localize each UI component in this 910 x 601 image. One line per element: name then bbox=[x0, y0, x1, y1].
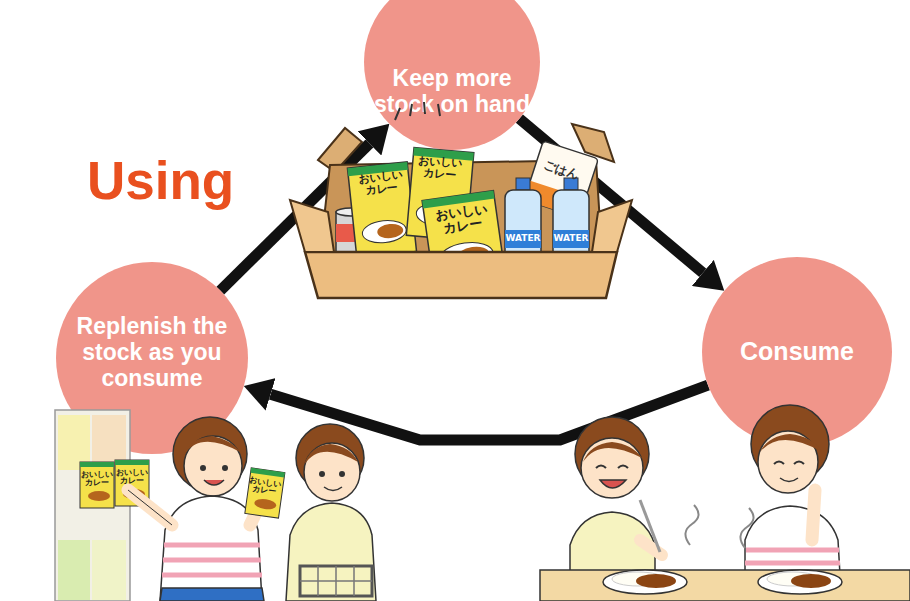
water-bottle-part bbox=[553, 230, 589, 248]
circle-fill bbox=[364, 0, 540, 150]
eating-woman-part bbox=[745, 506, 840, 575]
shopping-cart-part bbox=[300, 566, 372, 596]
stock-box-front bbox=[290, 102, 632, 298]
package-text: おいしい カレー bbox=[115, 469, 149, 486]
step-circle: Keep more stock on hand bbox=[364, 0, 540, 150]
dining-table-part bbox=[758, 570, 842, 594]
eating-boy-part bbox=[640, 500, 660, 552]
hand-curry-pack-part bbox=[254, 498, 277, 511]
package-text: WATER bbox=[505, 234, 541, 243]
shopper-man-part bbox=[324, 487, 342, 491]
curry-pack-part bbox=[347, 162, 416, 258]
eating-boy-part bbox=[596, 466, 628, 469]
shopper-man-part bbox=[319, 471, 325, 477]
hand-curry-pack-part bbox=[245, 468, 285, 518]
shopping-cart-part bbox=[300, 566, 372, 596]
shopper-woman bbox=[128, 417, 264, 601]
stock-box-front-part bbox=[305, 252, 617, 298]
eating-woman bbox=[745, 405, 840, 575]
store-shelf-part bbox=[80, 462, 114, 467]
eating-boy-part bbox=[581, 438, 643, 498]
step-text-box: Keep more stock on hand bbox=[367, 66, 537, 118]
package-text: おいしい カレー bbox=[429, 201, 494, 237]
hand-curry-pack-part bbox=[251, 468, 285, 478]
shopper-woman-part bbox=[128, 490, 172, 525]
shopper-woman-part bbox=[200, 465, 206, 471]
shopper-woman-part bbox=[160, 588, 264, 601]
eating-woman-part bbox=[780, 478, 798, 482]
package-text: おいしい カレー bbox=[80, 471, 114, 488]
shopper-woman-part bbox=[204, 480, 224, 485]
eating-woman-part bbox=[812, 490, 815, 540]
dining-table-part bbox=[636, 574, 676, 588]
curry-pack-part bbox=[361, 218, 407, 244]
step-text-box: Replenish the stock as you consume bbox=[65, 314, 239, 391]
curry-pack-part bbox=[377, 223, 404, 240]
stock-box-front-part bbox=[395, 102, 440, 120]
eating-boy-part bbox=[583, 442, 642, 462]
shopper-woman-part bbox=[128, 490, 172, 525]
package-text: おいしい カレー bbox=[412, 154, 468, 182]
shopper-man-part bbox=[339, 471, 345, 477]
store-shelf-part bbox=[80, 462, 114, 508]
shopper-man-part bbox=[286, 503, 376, 601]
shopper-woman-part bbox=[184, 436, 240, 455]
eating-boy bbox=[570, 417, 662, 575]
eating-woman-part bbox=[760, 434, 822, 452]
shopping-cart bbox=[300, 566, 372, 596]
steam-part bbox=[685, 505, 698, 545]
package-text: ごはん bbox=[534, 156, 587, 184]
store-shelf-part bbox=[58, 540, 90, 600]
eating-boy-part bbox=[600, 480, 626, 488]
water-bottle-part bbox=[505, 230, 541, 248]
shopper-woman-part bbox=[162, 545, 262, 575]
dining-table-part bbox=[791, 574, 831, 588]
stock-box-front-part bbox=[290, 200, 334, 252]
shopper-man-part bbox=[304, 444, 358, 465]
steam-part bbox=[740, 508, 753, 548]
hand-curry-pack bbox=[245, 468, 285, 518]
shopper-man-part bbox=[304, 443, 360, 501]
store-shelf bbox=[55, 410, 149, 601]
store-shelf-part bbox=[92, 540, 126, 600]
package-text: おいしい カレー bbox=[247, 476, 283, 497]
dining-table bbox=[540, 570, 910, 601]
store-shelf-part bbox=[88, 491, 110, 501]
dining-table-part bbox=[603, 570, 687, 594]
shopper-woman-part bbox=[222, 465, 228, 471]
package-text: おいしい カレー bbox=[353, 169, 409, 198]
shopper-woman-part bbox=[184, 436, 242, 496]
store-shelf-part bbox=[115, 460, 149, 465]
eating-woman-part bbox=[774, 462, 804, 465]
step-text-box: Consume bbox=[712, 337, 882, 365]
stock-box-front-part bbox=[592, 200, 632, 252]
step-label: Replenish the stock as you consume bbox=[65, 314, 239, 391]
title: Using bbox=[87, 150, 234, 211]
eating-woman-part bbox=[745, 550, 840, 563]
step-label: Consume bbox=[712, 337, 882, 365]
steam bbox=[685, 505, 753, 548]
water-bottle-part bbox=[516, 178, 530, 190]
step-label: Keep more stock on hand bbox=[367, 66, 537, 118]
curry-pack bbox=[347, 162, 416, 258]
shopper-man bbox=[286, 424, 376, 601]
dining-table-part bbox=[540, 570, 910, 601]
package-text: WATER bbox=[553, 234, 589, 243]
